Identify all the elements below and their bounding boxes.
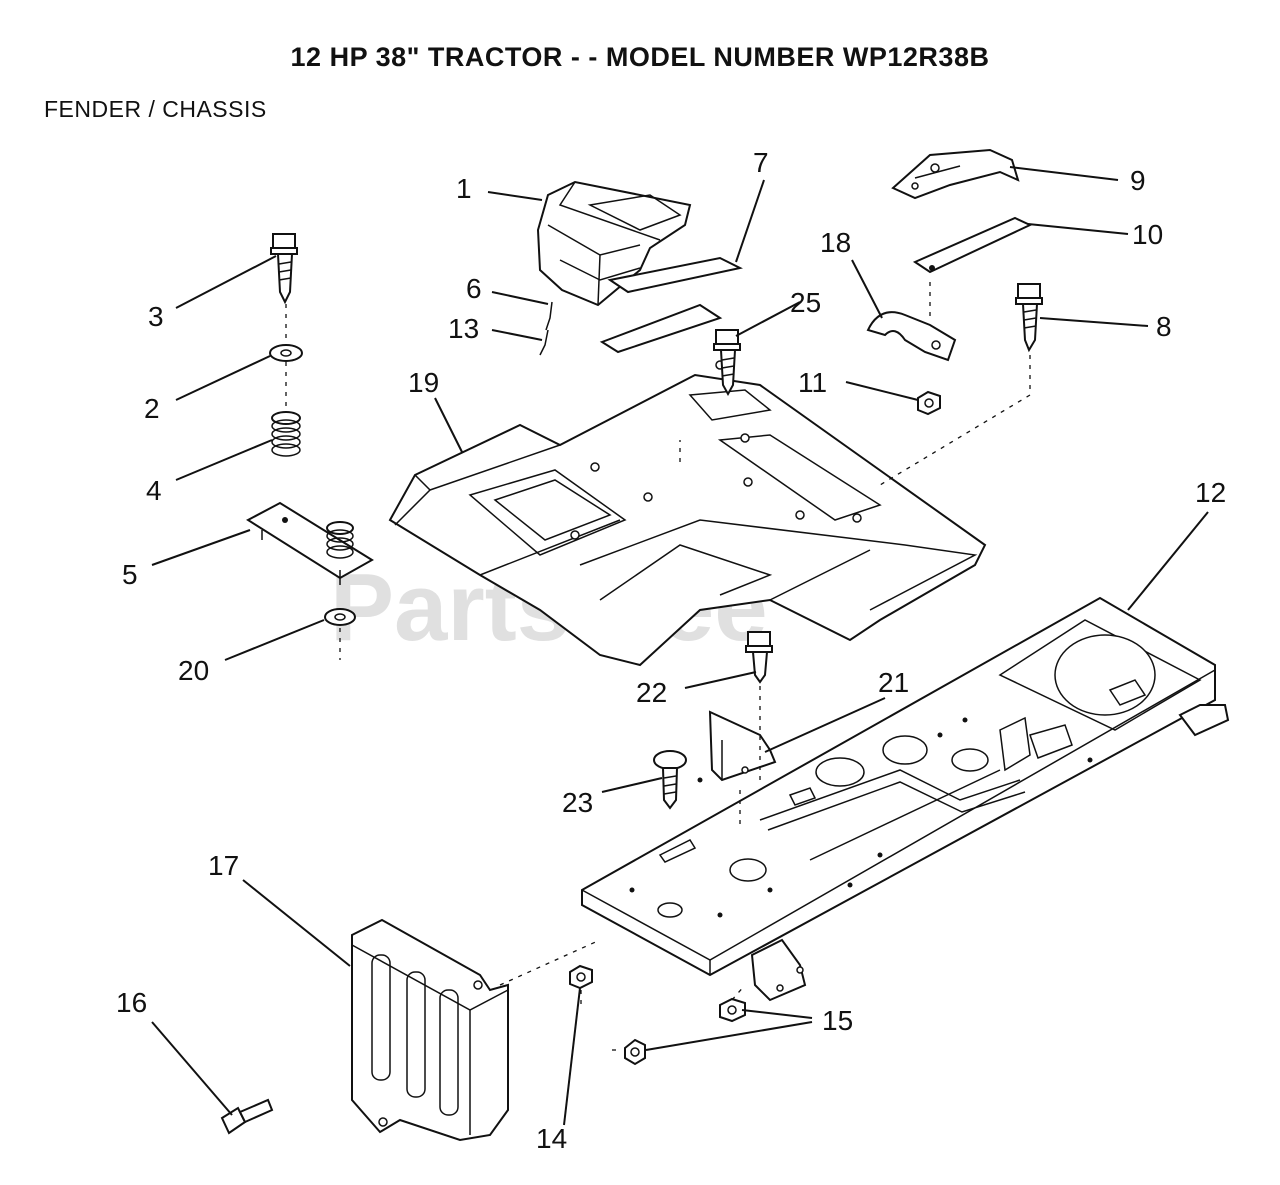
callout-12: 12	[1195, 477, 1226, 508]
callout-21: 21	[878, 667, 909, 698]
callout-10: 10	[1132, 219, 1163, 250]
callout-1: 1	[456, 173, 472, 204]
bolt-part-22[interactable]	[745, 631, 773, 684]
nut-part-14[interactable]	[569, 964, 593, 990]
callout-9: 9	[1130, 165, 1146, 196]
callout-22: 22	[636, 677, 667, 708]
switch-part-1[interactable]	[536, 180, 692, 307]
nut-part-15a[interactable]	[719, 997, 746, 1023]
section-title: FENDER / CHASSIS	[44, 96, 267, 122]
spring-part-4[interactable]	[271, 411, 301, 457]
wire-part-6[interactable]	[545, 301, 553, 331]
fender-part-19[interactable]	[388, 360, 987, 667]
callout-6: 6	[466, 273, 482, 304]
bracket-part-21[interactable]	[708, 710, 777, 782]
bolt-part-23[interactable]	[653, 750, 687, 810]
bracket-part-10[interactable]	[912, 216, 1033, 274]
callout-2: 2	[144, 393, 160, 424]
callout-3: 3	[148, 301, 164, 332]
callout-20: 20	[178, 655, 209, 686]
callout-18: 18	[820, 227, 851, 258]
decal-part-7b[interactable]	[599, 303, 723, 354]
callout-25: 25	[790, 287, 821, 318]
bolt-part-3[interactable]	[270, 233, 298, 305]
diagram-title: 12 HP 38" TRACTOR - - MODEL NUMBER WP12R…	[290, 42, 990, 72]
bolt-part-16[interactable]	[220, 1098, 274, 1135]
callout-23: 23	[562, 787, 593, 818]
clamp-part-18[interactable]	[866, 311, 957, 362]
callout-11: 11	[798, 367, 827, 398]
callout-4: 4	[146, 475, 162, 506]
callout-13: 13	[448, 313, 479, 344]
wire-part-13[interactable]	[539, 329, 549, 356]
plate-part-5[interactable]	[246, 501, 374, 585]
nut-part-11[interactable]	[917, 390, 941, 416]
callout-19: 19	[408, 367, 439, 398]
callout-15: 15	[822, 1005, 853, 1036]
callout-8: 8	[1156, 311, 1172, 342]
callout-7: 7	[753, 147, 769, 178]
bolt-part-25[interactable]	[713, 329, 741, 397]
callout-14: 14	[536, 1123, 567, 1154]
callout-17: 17	[208, 850, 239, 881]
callout-16: 16	[116, 987, 147, 1018]
panel-part-17[interactable]	[351, 918, 509, 1142]
plate-part-9[interactable]	[891, 148, 1020, 200]
callout-5: 5	[122, 559, 138, 590]
bolt-part-8[interactable]	[1015, 283, 1043, 353]
chassis-part-12[interactable]	[581, 596, 1230, 1002]
decal-part-7a[interactable]	[607, 256, 743, 294]
nut-part-15b[interactable]	[624, 1038, 646, 1066]
